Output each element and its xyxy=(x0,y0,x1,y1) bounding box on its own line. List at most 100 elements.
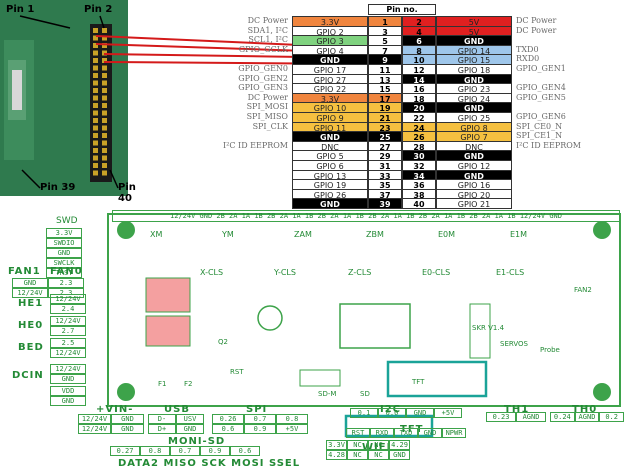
pin-label: 3.3V xyxy=(46,228,82,238)
dcin-label: DCIN xyxy=(12,370,44,381)
pin-left-label: GPIO_GCLK xyxy=(238,44,288,54)
pin-label: 0.6 xyxy=(230,446,260,456)
board-marking: SD-M xyxy=(318,390,337,398)
skr-board-diagram: 12/24V GND 2B 2A 1A 1B 2B 2A 1A 1B 2B 2A… xyxy=(0,208,628,472)
pin-label: GND xyxy=(176,424,204,434)
pin-left-gpio: GND xyxy=(292,198,368,210)
pin2-label: Pin 2 xyxy=(84,4,113,15)
pin-right-label: DC Power xyxy=(516,25,557,35)
pin-left-label: SPI_MOSI xyxy=(246,102,288,112)
pin-label: SWDIO xyxy=(46,238,82,248)
pin-label: RXD xyxy=(370,428,394,438)
board-marking: F1 xyxy=(158,380,167,388)
pin-label: 0.9 xyxy=(244,424,276,434)
pin-right-label: DC Power xyxy=(516,16,557,25)
board-marking: RST xyxy=(230,368,244,376)
pin40-label: Pin 40 xyxy=(118,182,136,204)
th1-label: TH1 xyxy=(504,404,530,415)
pin-label: GND xyxy=(50,396,86,406)
pin-left-label: GPIO_GEN2 xyxy=(238,73,288,83)
board-marking: F2 xyxy=(184,380,193,388)
usb-label: USB xyxy=(164,404,190,415)
pin-label: 12/24V xyxy=(50,348,86,358)
pin-left-label: DC Power xyxy=(247,16,288,25)
he0-label: HE0 xyxy=(18,320,44,331)
pin-right-gpio: GPIO 21 xyxy=(436,198,512,210)
pin-right-label: SPI_CE0_N xyxy=(516,121,563,131)
driver-label: E1M xyxy=(510,230,528,239)
pin-label: NC xyxy=(368,440,389,450)
pin-label: 12/24V xyxy=(50,316,86,326)
pin-number-even: 40 xyxy=(402,198,436,210)
moni-sd-bottom-text: DATA2 MISO SCK MOSI SSEL xyxy=(118,458,301,469)
pin-right-label: TXD0 xyxy=(516,44,539,54)
pin-label: 2.3 xyxy=(48,278,84,288)
pin-label: 0.27 xyxy=(110,446,140,456)
raspberry-pi-photo: /* placeholder */ Pin 1 Pin 2 Pin 39 Pin… xyxy=(0,0,136,204)
pin-label: 2.5 xyxy=(50,338,86,348)
pin-label: 2.4 xyxy=(50,304,86,314)
pin-label: SWCLK xyxy=(46,258,82,268)
pin-label: GND xyxy=(111,414,144,424)
pin-label: TXD xyxy=(394,428,418,438)
pin-right-label: GPIO_GEN4 xyxy=(516,83,566,93)
board-marking: Q2 xyxy=(218,338,228,346)
endstop-label: E1-CLS xyxy=(496,268,525,277)
endstop-label: E0-CLS xyxy=(422,268,451,277)
driver-label: ZBM xyxy=(366,230,384,239)
moni-sd-label: MONI-SD xyxy=(168,436,226,447)
pin-label: 0.24 xyxy=(550,412,575,422)
pin-left-label: SPI_MISO xyxy=(246,112,288,121)
pin-right-label: GPIO_GEN5 xyxy=(516,92,566,102)
pin-label: +5V xyxy=(434,408,462,418)
pin-label: GND xyxy=(418,428,442,438)
board-marking: TFT xyxy=(412,378,425,386)
pin1-label: Pin 1 xyxy=(6,4,35,15)
pin39-label: Pin 39 xyxy=(40,182,76,193)
fan1-label: FAN1 xyxy=(8,266,41,277)
raspberry-pi-board-graphic: /* placeholder */ xyxy=(0,0,128,196)
board-marking: SERVOS xyxy=(500,340,528,348)
pin-label: AGND xyxy=(574,412,600,422)
swd-label: SWD xyxy=(56,216,78,226)
endstop-label: X-CLS xyxy=(200,268,224,277)
pin-label: GND xyxy=(389,450,410,460)
pin-right-label: RXD0 xyxy=(516,54,540,64)
pin-label: NC xyxy=(347,440,368,450)
pin-label: GND xyxy=(12,278,48,288)
he1-label: HE1 xyxy=(18,298,44,309)
pin-label: 2.3 xyxy=(48,288,84,298)
pin-label: 0.6 xyxy=(212,424,244,434)
pin-label: 0.23 xyxy=(486,412,516,422)
pin-label: 0.0 xyxy=(378,408,406,418)
pin-left-label: I²C ID EEPROM xyxy=(223,140,288,150)
bed-label: BED xyxy=(18,342,44,353)
pin-label: 4.29 xyxy=(389,440,410,450)
spi-label: SPI xyxy=(246,404,268,415)
fan0-label: FAN0 xyxy=(50,266,83,277)
driver-label: ZAM xyxy=(294,230,312,239)
pin-number-odd: 39 xyxy=(368,198,402,210)
pin-label: 0.9 xyxy=(200,446,230,456)
pin-label: 0.1 xyxy=(350,408,378,418)
wifi-label: WIFI xyxy=(362,442,392,453)
board-marking: SD xyxy=(360,390,370,398)
pin-right-label: SPI_CE1_N xyxy=(516,131,563,141)
pin-label: D- xyxy=(148,414,176,424)
pin-label: NC xyxy=(368,450,389,460)
pin-label: TRST xyxy=(46,268,82,278)
th0-label: TH0 xyxy=(572,404,598,415)
endstop-label: Z-CLS xyxy=(348,268,372,277)
pin-no-header: Pin no. xyxy=(368,4,436,15)
pin-left-label: DC Power xyxy=(247,92,288,102)
pin-label: 0.8 xyxy=(276,414,308,424)
board-marking: SKR V1.4 xyxy=(472,324,505,332)
pin-label: +5V xyxy=(276,424,308,434)
pin-label: NPWR xyxy=(442,428,466,438)
pin-label: 12/24V xyxy=(78,424,111,434)
pin-label: 12/24V xyxy=(12,288,48,298)
pin-right-label: GPIO_GEN6 xyxy=(516,112,566,121)
pin-label: 2.7 xyxy=(50,326,86,336)
pin-label: 12/24V xyxy=(50,364,86,374)
pin-label: 12/24V xyxy=(50,294,86,304)
